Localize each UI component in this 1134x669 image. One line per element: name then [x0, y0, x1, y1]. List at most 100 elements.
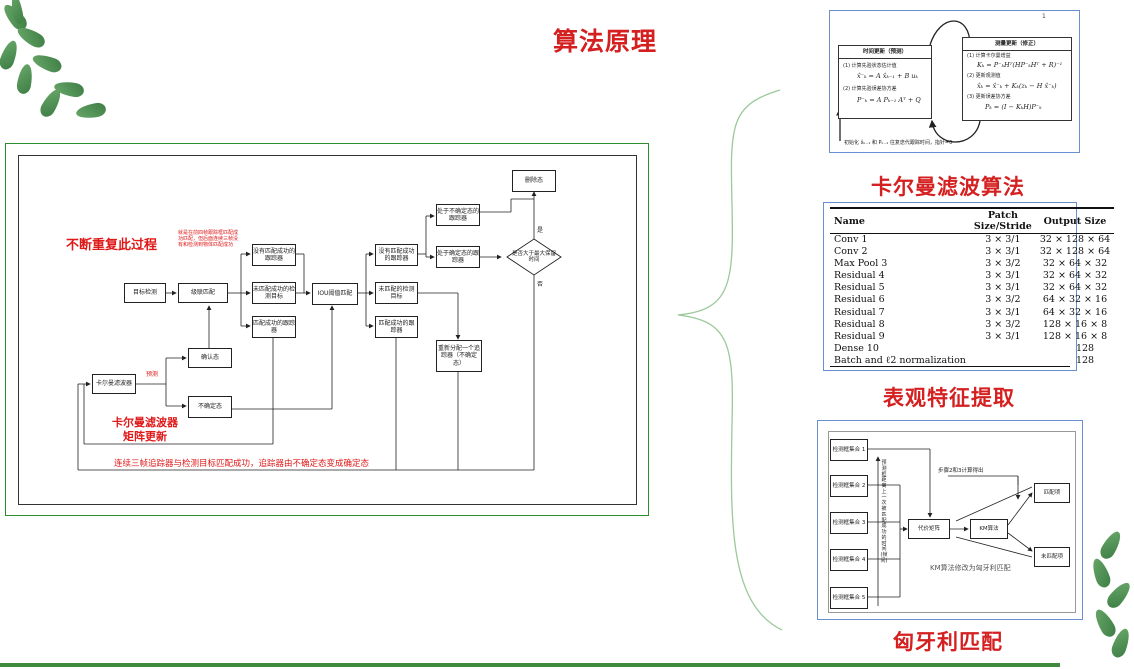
hungarian-frame: [828, 431, 1076, 613]
table-cell-patch: 3 × 3/2: [985, 294, 1021, 306]
table-cell-name: Residual 8: [834, 318, 885, 330]
flow-inner-frame: [18, 155, 637, 505]
time-update-line-4: P⁻ₖ = A Pₖ₋₁ Aᵀ + Q: [857, 96, 921, 104]
network-table: Name Patch Size/Stride Output Size Conv …: [830, 207, 1115, 368]
table-cell-patch: 3 × 3/1: [985, 246, 1021, 258]
table-cell-name: Dense 10: [834, 342, 879, 354]
det-box-5: 检测框集合 5: [830, 587, 868, 609]
matched-box: 匹配项: [1034, 483, 1070, 503]
flow-diagram-panel: 目标检测 级联匹配 卡尔曼滤波器 确认态 不确定态 没有匹配成功的跟踪器 未匹配…: [5, 143, 649, 516]
hungarian-panel: 检测框集合 1 检测框集合 2 检测框集合 3 检测框集合 4 检测框集合 5 …: [817, 420, 1083, 620]
measure-update-box: 测量更新（修正） (1) 计算卡尔曼增益 Kₖ = P⁻ₖHᵀ(HP⁻ₖHᵀ +…: [962, 37, 1072, 121]
table-cell-patch: 3 × 3/1: [985, 330, 1021, 342]
table-cell-output: 128: [1075, 354, 1095, 366]
time-update-box: 时间更新（预测） (1) 计算先验状态估计值 x̂⁻ₖ = A x̂ₖ₋₁ + …: [838, 45, 932, 119]
unmatched-box: 未匹配项: [1034, 547, 1070, 567]
table-row: Conv 2 3 × 3/1 32 × 128 × 64: [830, 246, 1114, 258]
hungarian-step-note: 步骤2和3计算得出: [938, 468, 984, 474]
det-box-3: 检测框集合 3: [830, 512, 868, 534]
brace-curve: [677, 89, 783, 631]
time-update-divider: [839, 58, 931, 59]
km-box: KM算法: [970, 519, 1008, 539]
node-detect: 目标检测: [124, 283, 166, 303]
table-cell-name: Conv 2: [834, 246, 868, 258]
network-table-panel: Name Patch Size/Stride Output Size Conv …: [823, 202, 1115, 371]
node-unmatched-dets-1: 未匹配成功的检测目标: [252, 282, 296, 304]
time-update-title: 时间更新（预测）: [862, 49, 907, 55]
table-cell-name: Max Pool 3: [834, 258, 888, 270]
node-unmatched-dets-2: 未匹配的检测目标: [375, 282, 418, 304]
measure-update-line-1: (1) 计算卡尔曼增益: [967, 53, 1011, 59]
page-title: 算法原理: [553, 27, 658, 56]
table-cell-name: Residual 9: [834, 330, 885, 342]
node-matched-tracks-1: 匹配成功的跟踪器: [252, 316, 296, 338]
kf-update-title: 卡尔曼滤波器 矩阵更新: [112, 416, 178, 443]
table-cell-output: 128 × 16 × 8: [1042, 318, 1108, 330]
table-row: Conv 1 3 × 3/1 32 × 128 × 64: [830, 234, 1114, 247]
measure-update-line-6: Pₖ = (I − KₖH)P⁻ₖ: [985, 103, 1042, 111]
table-cell-output: 64 × 32 × 16: [1042, 306, 1108, 318]
table-cell-patch: 3 × 3/1: [985, 306, 1021, 318]
table-cell-output: 128: [1075, 342, 1095, 354]
predict-label: 预测: [146, 371, 159, 378]
hungarian-connectors: [868, 448, 1033, 606]
table-row: Dense 10 128: [830, 343, 1114, 355]
det-box-2: 检测框集合 2: [830, 475, 868, 497]
no-label: 否: [537, 281, 544, 288]
measure-update-line-2: Kₖ = P⁻ₖHᵀ(HP⁻ₖHᵀ + R)⁻¹: [977, 61, 1063, 69]
node-unconfirmed: 不确定态: [188, 396, 232, 418]
node-matched-tracks-2: 匹配成功的跟踪器: [375, 316, 418, 338]
table-cell-name: Residual 6: [834, 294, 885, 306]
node-unmatched-tracks-1: 没有匹配成功的跟踪器: [252, 244, 296, 266]
leaf-decoration-top-left: [0, 0, 110, 130]
measure-update-line-3: (2) 更新观测值: [967, 73, 1001, 79]
table-cell-patch: 3 × 3/1: [985, 234, 1021, 245]
hungarian-side-note: 预测框距离上一次被匹配成功的时间(帧间): [880, 460, 888, 564]
table-cell-name: Conv 1: [834, 234, 868, 245]
measure-update-divider: [963, 50, 1071, 51]
table-header-name: Name: [830, 207, 970, 234]
node-certain-state: 处于确定态的跟踪器: [436, 246, 480, 268]
table-cell-name: Residual 7: [834, 306, 885, 318]
yes-label: 是: [537, 227, 544, 234]
time-update-line-2: x̂⁻ₖ = A x̂ₖ₋₁ + B uₖ: [857, 72, 918, 80]
node-max-age-label: 是否大于最大保留时间: [511, 251, 556, 264]
measure-update-title: 测量更新（修正）: [994, 41, 1039, 47]
table-cell-patch: 3 × 3/2: [985, 318, 1021, 330]
table-cell-name: Residual 4: [834, 270, 885, 282]
table-cell-output: 32 × 128 × 64: [1039, 246, 1111, 258]
repeat-title: 不断重复此过程: [66, 238, 158, 253]
kalman-panel: 1 时间更新（预测） (1) 计算先验状态估计值 x̂⁻ₖ = A x̂ₖ₋₁ …: [829, 10, 1080, 153]
table-cell-output: 128 × 16 × 8: [1042, 330, 1108, 342]
leaf-decoration-bottom-right: [1089, 520, 1134, 660]
table-cell-patch: 3 × 3/1: [985, 282, 1021, 294]
table-cell-output: 32 × 128 × 64: [1039, 234, 1111, 245]
table-row: Residual 7 3 × 3/1 64 × 32 × 16: [830, 307, 1114, 319]
node-delete: 删除态: [512, 170, 556, 192]
table-cell-patch: 3 × 3/1: [985, 270, 1021, 282]
table-cell-output: 32 × 64 × 32: [1042, 282, 1108, 294]
caption-kalman: 卡尔曼滤波算法: [871, 174, 1025, 199]
table-row: Residual 8 3 × 3/2 128 × 16 × 8: [830, 319, 1114, 331]
measure-update-line-5: (3) 更新误差协方差: [967, 94, 1011, 100]
max-age-diamond: [506, 238, 562, 276]
km-note: KM算法修改为匈牙利匹配: [930, 564, 1011, 572]
table-row: Residual 9 3 × 3/1 128 × 16 × 8: [830, 331, 1114, 343]
node-iou-match: IOU阈值匹配: [312, 283, 358, 305]
repeat-note: 就是在前四帧跟踪框匹配成功匹配，但后面连续三帧没有和检测到物体匹配成功: [178, 230, 239, 248]
kalman-init-note: 初始化 x̂ₖ₋₁ 和 Pₖ₋₁ 往复迭代跟踪时间，指针=0: [844, 140, 953, 146]
table-cell-output: 32 × 64 × 32: [1042, 270, 1108, 282]
bottom-rule: [0, 663, 1060, 667]
node-confirmed: 确认态: [188, 348, 232, 368]
table-bottom-rule: [830, 366, 1070, 367]
node-new-track: 重新分配一个追踪器（不确定态）: [436, 340, 482, 372]
time-update-line-3: (2) 计算先验误差协方差: [843, 86, 897, 92]
node-uncertain-state: 处于不确定态的跟踪器: [436, 204, 480, 226]
bottom-note: 连续三帧追踪器与检测目标匹配成功，追踪器由不确定态变成确定态: [114, 459, 370, 469]
det-box-1: 检测框集合 1: [830, 439, 868, 461]
table-cell-patch: 3 × 3/2: [985, 258, 1021, 270]
